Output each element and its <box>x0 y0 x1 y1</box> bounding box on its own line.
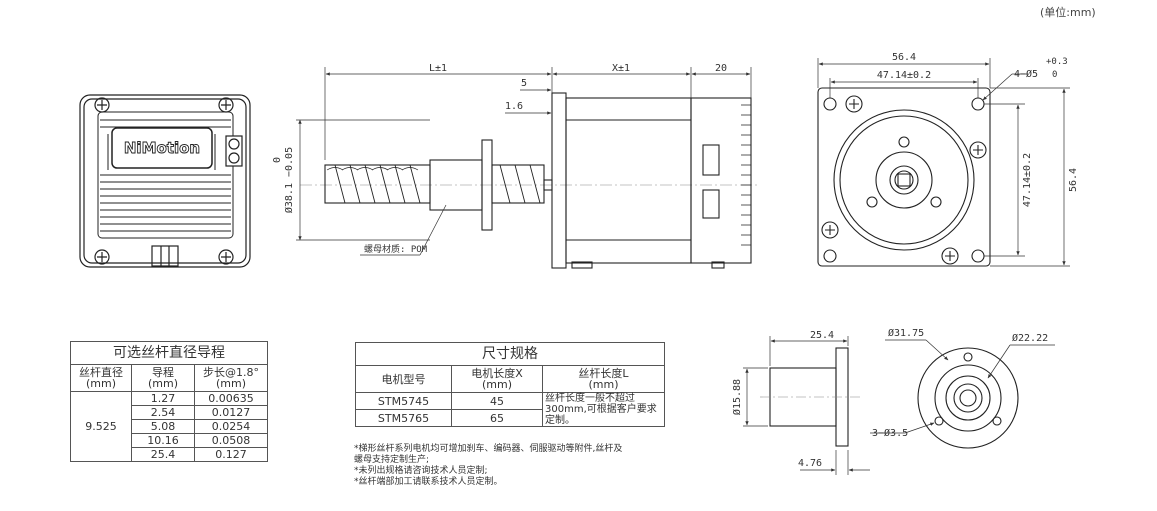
size-table-header-screw: 丝杆长度L (mm) <box>542 365 665 393</box>
front-dimensions <box>817 58 1070 267</box>
nut-front-view <box>917 347 1019 449</box>
dim-X: X±1 <box>612 63 630 74</box>
lead-table-header-step: 步长@1.8° (mm) <box>194 364 268 392</box>
lead-table-diameter: 9.525 <box>70 391 132 462</box>
dim-L: L±1 <box>429 63 447 74</box>
rear-view <box>79 94 251 268</box>
dim-20: 20 <box>715 63 727 74</box>
dim-5: 5 <box>521 78 527 89</box>
size-table-cell: STM5745 <box>355 392 452 410</box>
dim-nut-dia31-75: Ø31.75 <box>888 327 924 339</box>
lead-table-cell: 1.27 <box>131 391 195 406</box>
lead-table-cell: 10.16 <box>131 433 195 448</box>
dim-nut-25-4: 25.4 <box>810 330 834 341</box>
size-table-cell: 65 <box>451 409 543 427</box>
lead-table: 可选丝杆直径导程 丝杆直径 (mm) 导程 (mm) 步长@1.8° (mm) … <box>70 341 268 462</box>
footnote: *未列出规格请咨询技术人员定制; <box>354 466 488 476</box>
lead-table-cell: 0.0254 <box>194 419 268 434</box>
lead-table-cell: 25.4 <box>131 447 195 462</box>
size-table-cell: STM5765 <box>355 409 452 427</box>
dim-front-47-14: 47.14±0.2 <box>877 70 931 81</box>
footnote: *丝杆端部加工请联系技术人员定制。 <box>354 477 503 487</box>
dim-dia38-upper: 0 <box>272 157 283 163</box>
footnotes: *梯形丝杆系列电机均可增加刹车、编码器、伺服驱动等附件,丝杆及 螺母支持定制生产… <box>354 444 684 488</box>
hole-label: 4−Ø5 <box>1014 68 1038 80</box>
screw-icon <box>94 97 234 265</box>
hole-tol-upper: +0.3 <box>1046 57 1068 67</box>
unit-label: (单位:mm) <box>1040 6 1096 19</box>
size-table: 尺寸规格 电机型号 电机长度X (mm) 丝杆长度L (mm) STM5745 … <box>355 342 665 427</box>
dim-front-56-4-side: 56.4 <box>1068 168 1079 192</box>
footnote: *梯形丝杆系列电机均可增加刹车、编码器、伺服驱动等附件,丝杆及 <box>354 444 623 454</box>
dim-nut-dia15-88: Ø15.88 <box>731 379 743 415</box>
hole-tol-lower: 0 <box>1052 70 1057 80</box>
size-table-cell: 45 <box>451 392 543 410</box>
side-view <box>300 92 760 269</box>
size-table-header-model: 电机型号 <box>355 365 452 393</box>
brand-logo: NiMotion <box>124 139 200 157</box>
lead-table-title: 可选丝杆直径导程 <box>70 341 268 365</box>
lead-table-cell: 0.0127 <box>194 405 268 420</box>
dim-nut-dia22-22: Ø22.22 <box>1012 332 1048 344</box>
size-table-title: 尺寸规格 <box>355 342 665 366</box>
screw-icon <box>821 95 987 265</box>
dim-nut-4-76: 4.76 <box>798 458 822 469</box>
dim-1-6: 1.6 <box>505 101 523 112</box>
lead-table-header-lead: 导程 (mm) <box>131 364 195 392</box>
size-table-header-length: 电机长度X (mm) <box>451 365 543 393</box>
nut-side-view <box>760 347 860 447</box>
size-table-screw-note: 丝杆长度一般不超过300mm,可根据客户要求定制。 <box>542 392 665 427</box>
lead-table-cell: 5.08 <box>131 419 195 434</box>
dim-dia38: Ø38.1 −0.05 <box>283 147 295 213</box>
lead-table-cell: 0.127 <box>194 447 268 462</box>
lead-table-cell: 0.00635 <box>194 391 268 406</box>
side-dimensions <box>296 67 752 256</box>
nut-material-label: 螺母材质: POM <box>364 243 428 255</box>
lead-table-cell: 0.0508 <box>194 433 268 448</box>
front-view <box>817 87 991 267</box>
footnote: 螺母支持定制生产; <box>354 455 430 465</box>
lead-table-cell: 2.54 <box>131 405 195 420</box>
dim-front-47-14-side: 47.14±0.2 <box>1022 153 1033 207</box>
dim-front-56-4: 56.4 <box>892 52 916 63</box>
dim-nut-holes: 3−Ø3.5 <box>872 427 908 439</box>
lead-table-header-diameter: 丝杆直径 (mm) <box>70 364 132 392</box>
